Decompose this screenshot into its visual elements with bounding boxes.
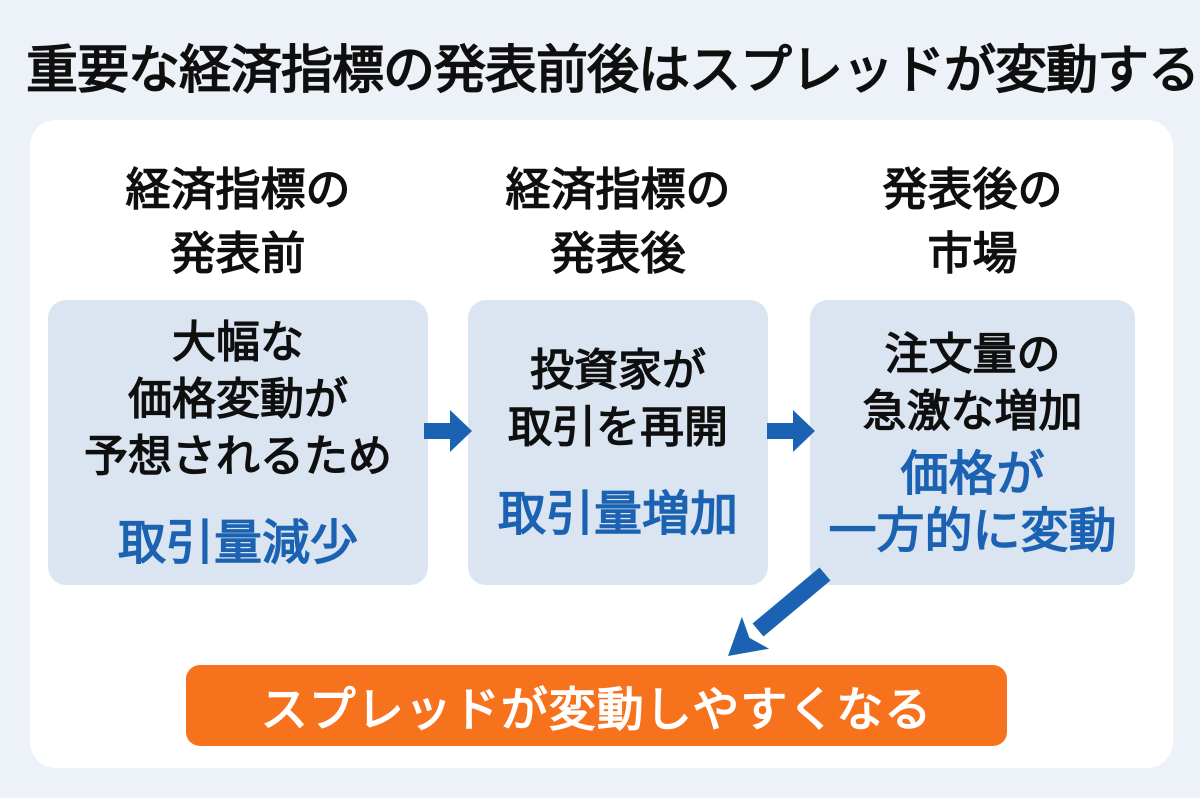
highlight-text-line: 取引量増加 [497, 488, 738, 541]
column-header-post-market: 発表後の 市場 [810, 158, 1135, 286]
right-arrow-icon [767, 410, 815, 452]
highlight-text-line: 取引量減少 [117, 516, 358, 570]
header-line: 発表後の [882, 164, 1063, 215]
step-highlight: 取引量減少 [118, 515, 358, 572]
step-highlight: 価格が 一方的に変動 [828, 446, 1116, 560]
header-line: 市場 [927, 227, 1018, 279]
step-box-before-announcement: 大幅な 価格変動が 予想されるため 取引量減少 [48, 300, 428, 585]
step-highlight: 取引量増加 [498, 486, 738, 543]
body-text-line: 注文量の [884, 329, 1061, 379]
down-left-arrow-icon [728, 567, 831, 656]
conclusion-label: スプレッドが変動しやすくなる [260, 683, 933, 736]
step-body: 投資家が 取引を再開 [508, 342, 728, 456]
body-text-line: 大幅な [172, 317, 304, 367]
page-title: 重要な経済指標の発表前後はスプレッドが変動する [26, 42, 1200, 100]
body-text-line: 急激な増加 [862, 386, 1083, 436]
step-body: 大幅な 価格変動が 予想されるため [84, 314, 392, 485]
conclusion-banner: スプレッドが変動しやすくなる [186, 665, 1007, 746]
header-line: 経済指標の [505, 164, 731, 215]
step-box-after-announcement: 投資家が 取引を再開 取引量増加 [468, 300, 768, 585]
header-line: 発表前 [170, 227, 306, 279]
column-header-before-announcement: 経済指標の 発表前 [48, 158, 428, 286]
column-header-after-announcement: 経済指標の 発表後 [468, 158, 768, 286]
step-body: 注文量の 急激な増加 [863, 326, 1083, 440]
highlight-text-line: 一方的に変動 [828, 504, 1117, 558]
header-line: 経済指標の [125, 164, 351, 215]
body-text-line: 価格変動が [128, 374, 348, 424]
body-text-line: 投資家が [530, 346, 706, 395]
step-box-post-market: 注文量の 急激な増加 価格が 一方的に変動 [810, 300, 1135, 585]
body-text-line: 予想されるため [84, 431, 392, 481]
header-line: 発表後 [550, 227, 686, 279]
highlight-text-line: 価格が [900, 447, 1045, 501]
right-arrow-icon [424, 410, 472, 452]
body-text-line: 取引を再開 [508, 403, 728, 452]
